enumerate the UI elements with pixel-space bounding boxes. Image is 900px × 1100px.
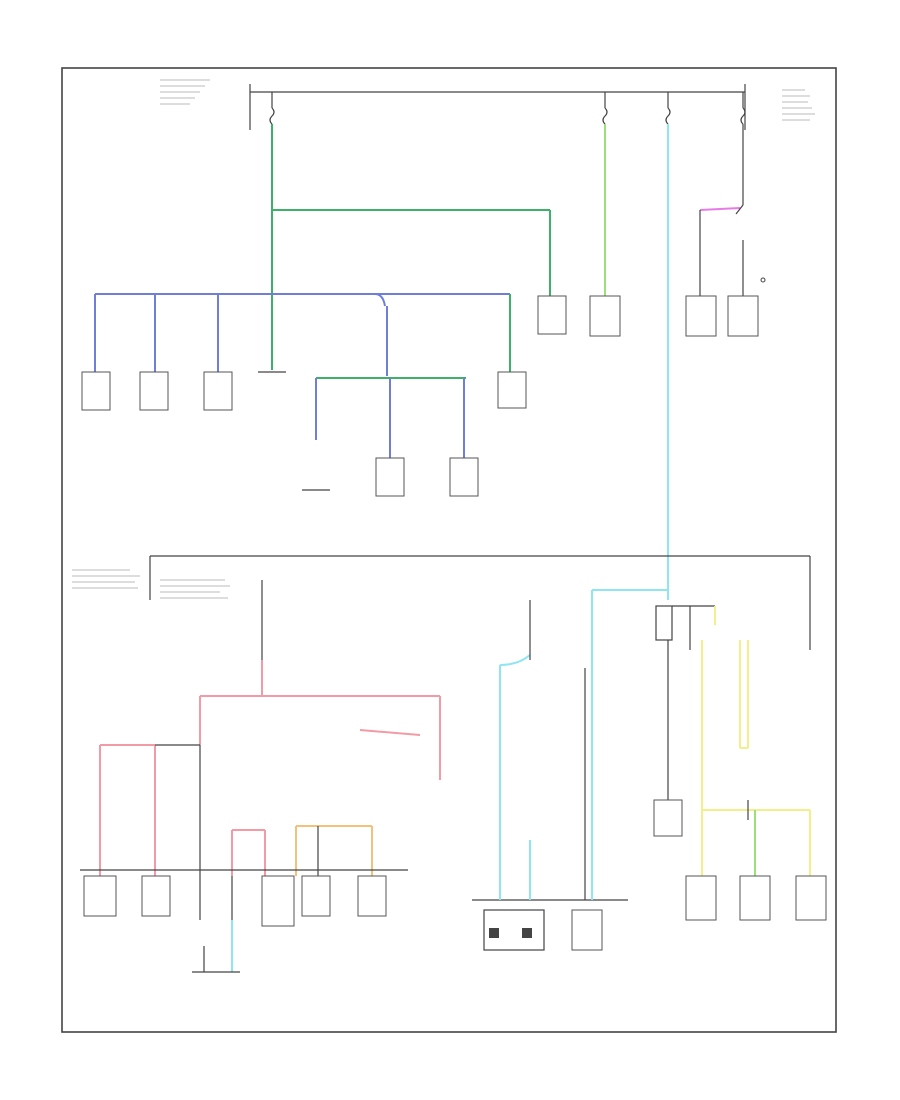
fuse-icon xyxy=(740,92,746,125)
green-wire xyxy=(271,124,551,370)
ground-icon xyxy=(258,371,330,491)
blue-wire xyxy=(94,293,511,376)
diagram-frame xyxy=(61,67,837,1033)
relay-icon xyxy=(655,605,715,800)
fuse-icon xyxy=(665,92,671,125)
fuse-icon xyxy=(269,92,275,125)
bottom-bus xyxy=(72,555,811,650)
fuse-icon xyxy=(199,876,233,972)
connector-icon xyxy=(81,295,759,497)
fuse-icon xyxy=(602,92,608,125)
black-wire-lower-left xyxy=(155,744,201,876)
connector-icon xyxy=(83,875,387,927)
yellow-wire xyxy=(295,825,373,876)
switch-icon xyxy=(760,277,766,283)
top-bus xyxy=(160,79,815,130)
green-subbranch xyxy=(315,377,466,458)
cyan-wire-lower xyxy=(499,589,668,900)
connector-icon xyxy=(483,799,827,951)
black-wire-switch xyxy=(699,124,766,296)
yellow-wire-right xyxy=(701,606,811,876)
pink-wire xyxy=(99,580,441,876)
